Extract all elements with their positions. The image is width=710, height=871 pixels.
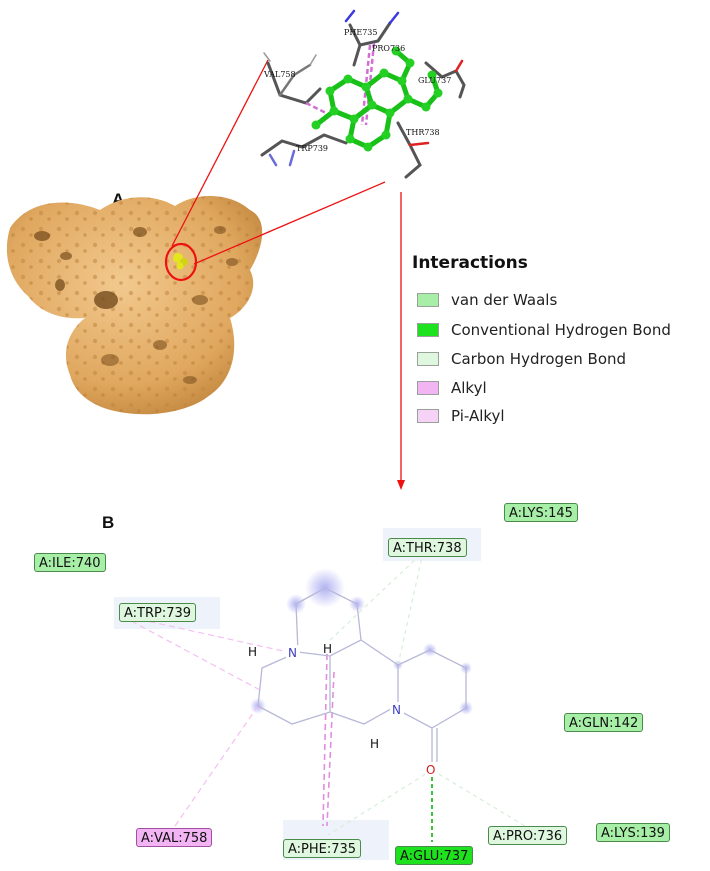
binding-site-circle xyxy=(164,242,198,282)
binding-pocket-inset: PHE735 PRO736 VAL758 GLU737 THR738 TRP73… xyxy=(260,9,466,179)
legend-label: Alkyl xyxy=(451,379,487,397)
inset-label-val758: VAL758 xyxy=(263,70,296,79)
zoom-line-upper xyxy=(171,59,269,247)
atom-h3: H xyxy=(370,737,379,751)
legend-item-alkyl: Alkyl xyxy=(417,378,487,398)
atom-n1: N xyxy=(288,646,297,660)
inset-label-phe735: PHE735 xyxy=(344,28,377,37)
interaction-lines xyxy=(119,556,526,842)
legend-swatch xyxy=(417,323,439,337)
residue-lys139: A:LYS:139 xyxy=(596,823,670,842)
residue-ile740: A:ILE:740 xyxy=(34,553,106,572)
residue-phe735: A:PHE:735 xyxy=(283,839,362,858)
residue-gln142: A:GLN:142 xyxy=(564,713,644,732)
atom-h2: H xyxy=(323,642,332,656)
inset-label-thr738: THR738 xyxy=(406,128,440,137)
legend-item-van-der-waals: van der Waals xyxy=(417,290,557,310)
residue-thr738: A:THR:738 xyxy=(388,538,467,557)
residue-val758: A:VAL:758 xyxy=(136,828,213,847)
solvent-accessibility-glows xyxy=(250,568,473,715)
legend-swatch xyxy=(417,409,439,423)
ligand-bonds xyxy=(257,587,467,764)
legend-swatch xyxy=(417,352,439,366)
inset-label-pro736: PRO736 xyxy=(372,44,405,53)
inset-label-trp739: TRP739 xyxy=(296,144,328,153)
residue-trp739: A:TRP:739 xyxy=(119,603,197,622)
inset-label-glu737: GLU737 xyxy=(418,76,451,85)
panel-label-b: B xyxy=(102,513,115,532)
residue-lys145: A:LYS:145 xyxy=(504,503,578,522)
legend-swatch xyxy=(417,381,439,395)
atom-n2: N xyxy=(392,703,401,717)
legend-title: Interactions xyxy=(412,253,528,273)
residue-glu737: A:GLU:737 xyxy=(395,846,474,865)
legend-label: Conventional Hydrogen Bond xyxy=(451,321,671,339)
legend-item-pi-alkyl: Pi-Alkyl xyxy=(417,406,505,426)
legend-label: van der Waals xyxy=(451,291,558,309)
protein-blob xyxy=(6,195,263,415)
connector-arrowhead xyxy=(397,480,405,490)
zoom-line-lower xyxy=(193,181,386,265)
legend-item-conventional-hydrogen-bond: Conventional Hydrogen Bond xyxy=(417,320,671,340)
legend-label: Pi-Alkyl xyxy=(451,407,505,425)
atom-h1: H xyxy=(248,645,257,659)
legend-item-carbon-hydrogen-bond: Carbon Hydrogen Bond xyxy=(417,349,626,369)
atom-o: O xyxy=(426,763,435,777)
residue-pro736: A:PRO:736 xyxy=(488,826,568,845)
ligand-in-pocket xyxy=(173,253,188,270)
legend-label: Carbon Hydrogen Bond xyxy=(451,350,627,368)
legend-swatch xyxy=(417,293,439,307)
